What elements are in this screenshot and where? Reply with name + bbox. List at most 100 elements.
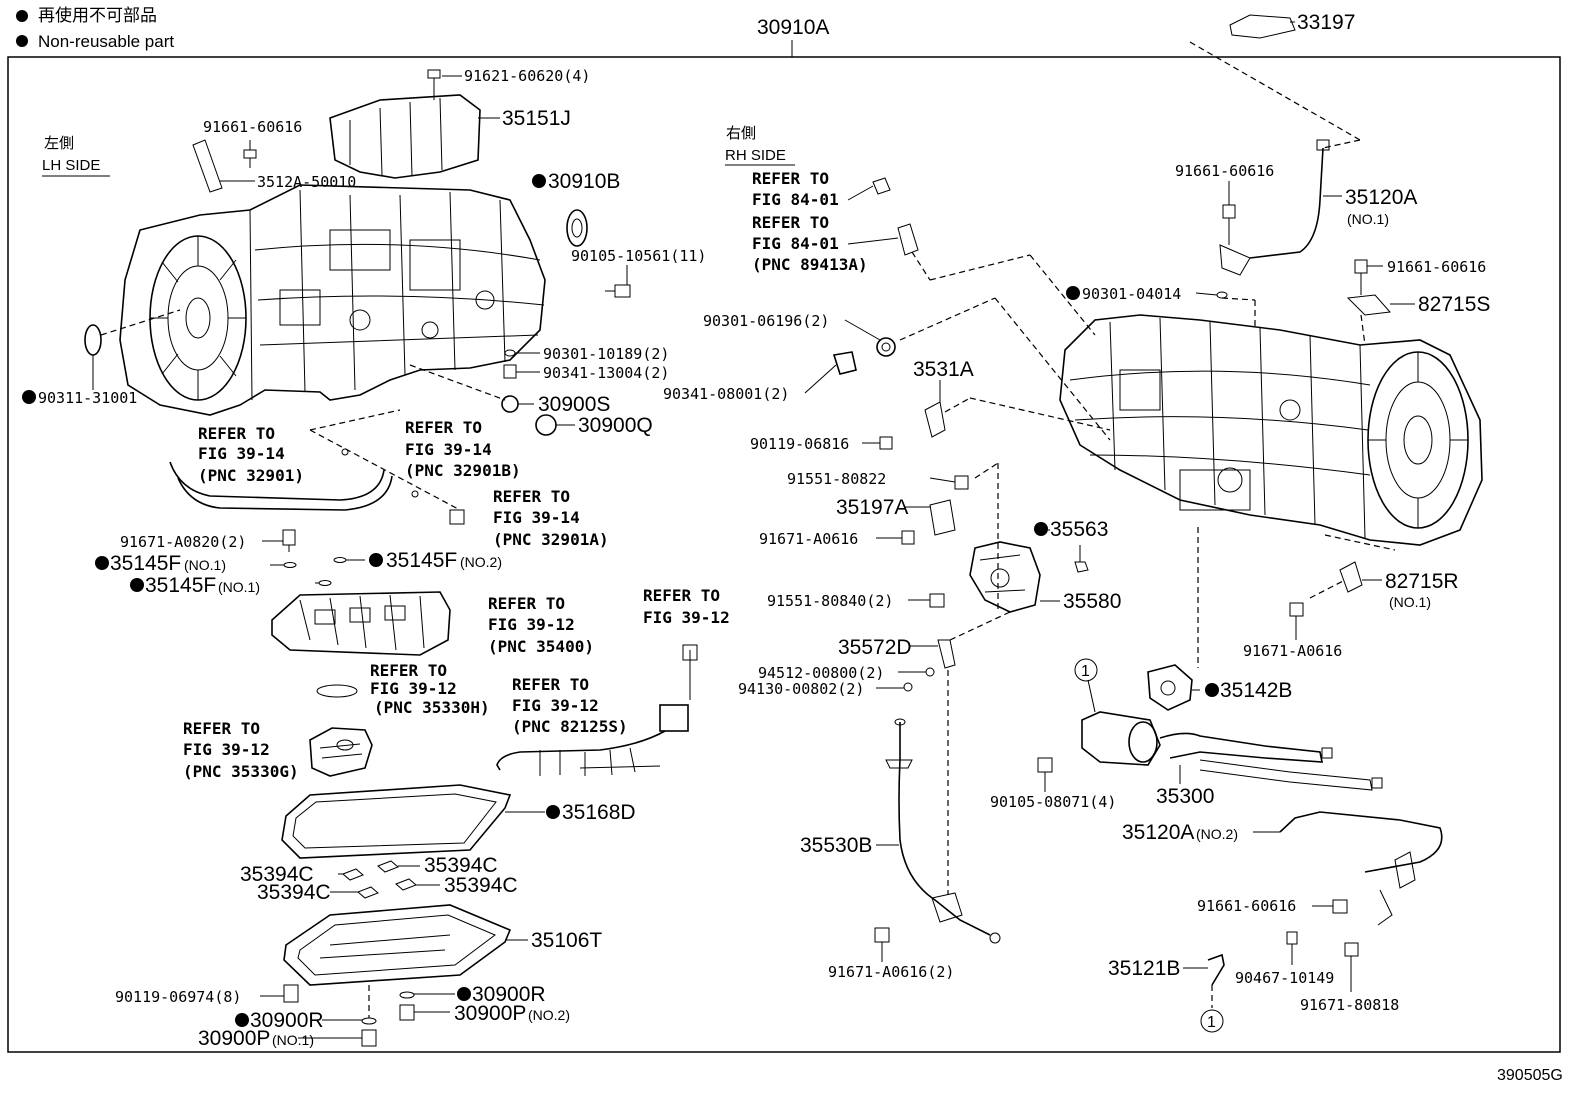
svg-text:REFER TO: REFER TO (405, 418, 482, 437)
non-reusable-bullet-icon (1066, 286, 1080, 300)
svg-text:FIG 39-12: FIG 39-12 (183, 740, 270, 759)
part-number: 94512-00800(2) (758, 664, 884, 682)
bolt-icon (682, 644, 698, 661)
part-number: 90467-10149 (1235, 969, 1334, 987)
bolt-icon (954, 475, 969, 490)
part-number: 35197A (836, 496, 908, 519)
bolt-icon (1037, 757, 1053, 773)
refer-notes: REFER TO FIG 39-14 (PNC 32901) REFER TO … (183, 169, 868, 781)
svg-text:左側: 左側 (44, 135, 74, 152)
actuator-motor (1081, 711, 1383, 791)
svg-text:(PNC 82125S): (PNC 82125S) (512, 717, 628, 736)
non-reusable-bullet-icon (22, 390, 36, 404)
part-number: 35145F (110, 552, 181, 575)
part-number: 91671-A0616 (1243, 642, 1342, 660)
svg-text:FIG 84-01: FIG 84-01 (752, 234, 839, 253)
non-reusable-bullet-icon (130, 578, 144, 592)
part-number: 90301-06196(2) (703, 312, 829, 330)
part-number: 30900P (454, 1002, 526, 1025)
part-number: 30900R (472, 983, 546, 1006)
part-number: 82715S (1418, 293, 1490, 316)
part-suffix: (NO.1) (1347, 211, 1389, 227)
part-number: 91661-60616 (1387, 258, 1486, 276)
lever-icon (937, 639, 956, 669)
o-ring-icon (504, 349, 516, 357)
part-number: 35563 (1050, 518, 1108, 541)
part-number: 91671-A0616 (759, 530, 858, 548)
part-number: 35145F (386, 549, 457, 572)
bolt-icon (1222, 204, 1236, 245)
rh-side-label: 右側 RH SIDE (725, 125, 795, 166)
bolt-icon (1344, 942, 1359, 957)
refer-note: REFER TO FIG 39-12 (PNC 35330G) (183, 719, 299, 781)
non-reusable-bullet-icon (235, 1013, 249, 1027)
part-number: 91551-80822 (787, 470, 886, 488)
svg-text:(PNC 35400): (PNC 35400) (488, 637, 594, 656)
oil-strainer (309, 727, 373, 777)
svg-text:REFER TO: REFER TO (752, 169, 829, 188)
non-reusable-bullet-icon (546, 805, 560, 819)
part-suffix: (NO.1) (272, 1032, 314, 1048)
bolt-icon (282, 529, 296, 552)
part-number: 35145F (145, 574, 216, 597)
bracket-icon (929, 499, 956, 536)
part-suffix: (NO.1) (218, 579, 260, 595)
svg-text:FIG 39-12: FIG 39-12 (512, 696, 599, 715)
svg-text:REFER TO: REFER TO (183, 719, 260, 738)
valve-body (271, 591, 451, 656)
manual-valve-lever (969, 541, 1041, 613)
svg-text:(PNC 32901A): (PNC 32901A) (493, 530, 609, 549)
hose-icon (1207, 953, 1225, 986)
part-number: 35580 (1063, 590, 1121, 613)
callout-circle (1200, 1009, 1224, 1033)
svg-text:(PNC 32901B): (PNC 32901B) (405, 461, 521, 480)
transmission-assembly-rh (1059, 314, 1483, 546)
oil-tube (169, 461, 385, 501)
part-number: 35106T (531, 929, 602, 952)
bolt-icon (1332, 899, 1348, 914)
callout-number: 1 (1207, 1014, 1216, 1031)
part-number: 35300 (1156, 785, 1214, 808)
o-ring-icon (333, 557, 347, 563)
bracket-icon (1339, 561, 1363, 593)
refer-note: REFER TO FIG 39-12 (643, 586, 730, 627)
o-ring-icon (318, 580, 332, 586)
plug-icon (503, 364, 517, 379)
bracket-icon (192, 139, 223, 193)
dipstick-tube-no2 (1279, 811, 1443, 957)
clip-icon (1286, 931, 1298, 945)
oil-seal (84, 324, 102, 356)
non-reusable-bullet-icon (16, 10, 28, 22)
non-reusable-bullet-icon (1034, 522, 1048, 536)
part-suffix: (NO.2) (460, 554, 502, 570)
figure-code: 390505G (1497, 1067, 1563, 1084)
part-number: 82715R (1385, 570, 1459, 593)
part-number: 90301-10189(2) (543, 345, 669, 363)
refer-note: REFER TO FIG 39-14 (PNC 32901) (198, 424, 304, 485)
svg-text:REFER TO: REFER TO (752, 213, 829, 232)
svg-text:REFER TO: REFER TO (643, 586, 720, 605)
svg-text:FIG 39-14: FIG 39-14 (405, 440, 492, 459)
drain-plug-icon (399, 1004, 415, 1021)
part-number: 30900P (198, 1027, 270, 1050)
part-number: 30910B (548, 170, 620, 193)
control-cable (885, 718, 1001, 944)
part-number: 30900Q (578, 414, 653, 437)
part-number: 35394C (444, 874, 518, 897)
magnet-icon (395, 878, 417, 891)
non-reusable-bullet-icon (1205, 683, 1219, 697)
part-number: 91551-80840(2) (767, 592, 893, 610)
bolt-icon (605, 284, 631, 298)
part-number: 91661-60616 (203, 118, 302, 136)
part-number: 90311-31001 (38, 389, 137, 407)
part-number: 90301-04014 (1082, 285, 1181, 303)
part-number: 91671-A0616(2) (828, 963, 954, 981)
drain-plug-icon (361, 1029, 377, 1047)
assembly-number: 30910A (757, 16, 829, 39)
part-number: 91671-A0820(2) (120, 533, 246, 551)
part-number: 91661-60616 (1197, 897, 1296, 915)
pan-gasket (281, 784, 512, 859)
part-suffix: (NO.1) (1389, 594, 1431, 610)
bracket-icon (1346, 294, 1392, 316)
